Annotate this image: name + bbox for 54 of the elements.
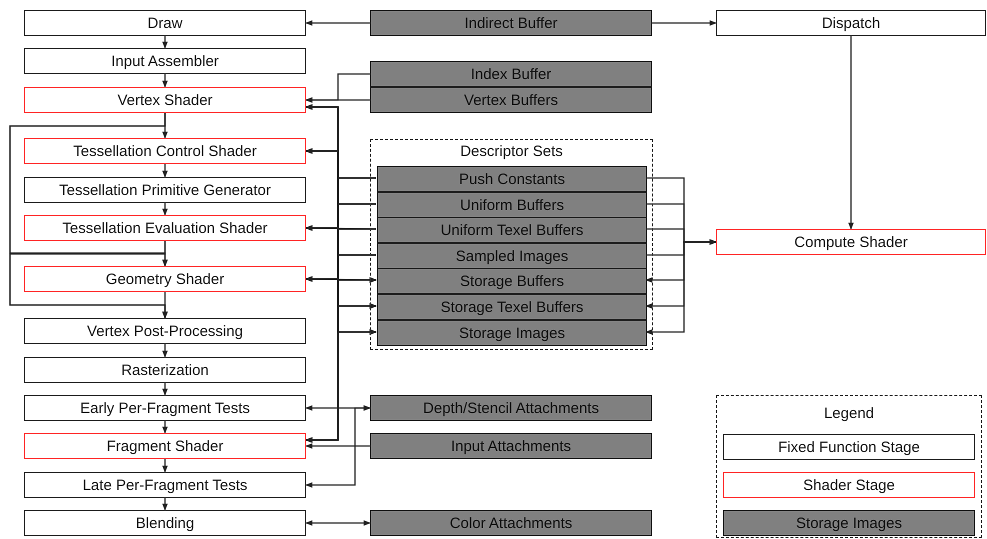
resource-box: Indirect Buffer	[370, 10, 652, 36]
arrow	[305, 20, 370, 26]
arrow	[162, 459, 168, 473]
resource-box: Uniform Texel Buffers	[377, 217, 647, 243]
shader-stage-box: Shader Stage	[723, 472, 975, 498]
group-heading: Descriptor Sets	[459, 144, 564, 159]
resource-box: Push Constants	[377, 166, 647, 192]
fixed-stage-box: Fixed Function Stage	[723, 434, 975, 460]
resource-box: Uniform Buffers	[377, 192, 647, 218]
fixed-stage-box: Draw	[24, 10, 306, 36]
resource-box: Storage Texel Buffers	[377, 294, 647, 320]
fixed-stage-box: Tessellation Primitive Generator	[24, 177, 306, 203]
arrow	[9, 241, 168, 319]
resource-box: Color Attachments	[370, 510, 652, 536]
resource-box: Storage Images	[723, 510, 975, 536]
arrow	[305, 405, 371, 488]
arrow	[162, 164, 168, 178]
shader-stage-box: Compute Shader	[716, 229, 986, 255]
arrow	[305, 520, 371, 526]
fixed-stage-box: Dispatch	[716, 10, 986, 36]
shader-stage-box: Fragment Shader	[24, 433, 306, 459]
legend-heading: Legend	[822, 406, 876, 421]
descriptor-group-box	[370, 139, 653, 350]
arrow	[162, 421, 168, 434]
shader-stage-box: Tessellation Control Shader	[24, 138, 306, 164]
shader-stage-box: Tessellation Evaluation Shader	[24, 215, 306, 241]
resource-box: Index Buffer	[370, 61, 652, 87]
arrow	[162, 74, 168, 88]
arrow	[848, 36, 854, 230]
fixed-stage-box: Rasterization	[24, 357, 306, 383]
shader-stage-box: Vertex Shader	[24, 87, 306, 113]
resource-box: Input Attachments	[370, 433, 652, 459]
resource-box: Depth/Stencil Attachments	[370, 395, 652, 421]
fixed-stage-box: Vertex Post-Processing	[24, 318, 306, 344]
resource-box: Storage Buffers	[377, 268, 647, 294]
resource-box: Vertex Buffers	[370, 87, 652, 113]
arrow	[305, 329, 377, 443]
arrow	[305, 97, 370, 103]
legend-panel	[716, 395, 982, 538]
fixed-stage-box: Late Per-Fragment Tests	[24, 472, 306, 498]
arrow	[162, 498, 168, 511]
arrow	[162, 383, 168, 396]
shader-stage-box: Geometry Shader	[24, 266, 306, 292]
arrow	[645, 239, 717, 335]
arrow	[162, 344, 168, 358]
fixed-stage-box: Input Assembler	[24, 48, 306, 74]
resource-box: Sampled Images	[377, 243, 647, 269]
arrow	[162, 203, 168, 216]
arrow	[305, 443, 370, 449]
fixed-stage-box: Early Per-Fragment Tests	[24, 395, 306, 421]
arrow	[652, 20, 717, 26]
resource-box: Storage Images	[377, 320, 647, 346]
arrow	[162, 36, 168, 49]
fixed-stage-box: Blending	[24, 510, 306, 536]
